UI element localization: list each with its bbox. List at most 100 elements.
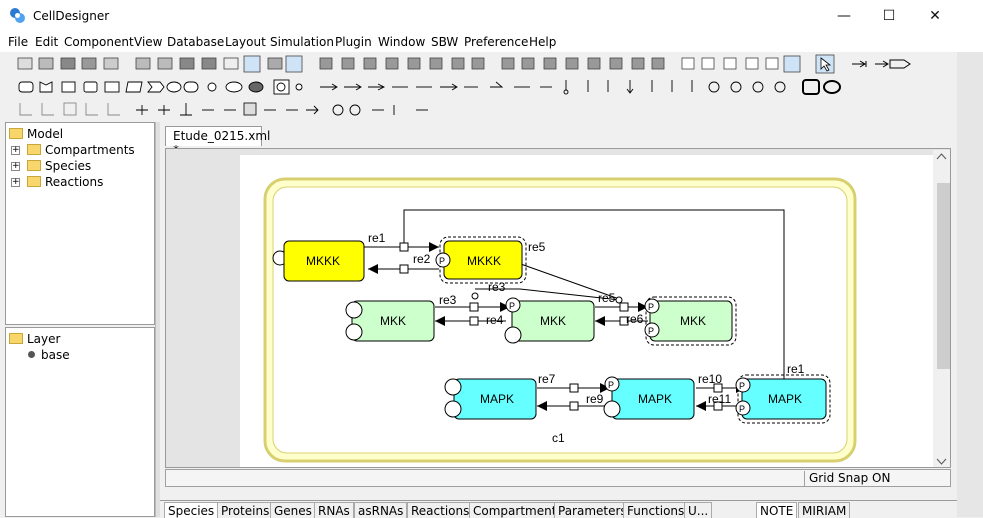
folder-icon — [27, 160, 41, 171]
tree-item-label: Species — [45, 159, 92, 173]
model-tree-panel: Model + Compartments + Species + Reactio… — [5, 122, 155, 325]
species-label: MKK — [380, 314, 406, 328]
species-mkk-3 — [649, 300, 733, 342]
menu-preference[interactable]: Preference — [464, 35, 529, 49]
species-mkkk-1 — [283, 240, 365, 282]
toolbar-icons[interactable] — [0, 53, 955, 74]
menu-plugin[interactable]: Plugin — [335, 35, 372, 49]
menu-simulation[interactable]: Simulation — [270, 35, 334, 49]
state-p-label: P — [648, 326, 654, 336]
tab-miriam[interactable]: MIRIAM — [798, 502, 851, 518]
tree-model-root[interactable]: Model — [9, 127, 63, 142]
menu-help[interactable]: Help — [529, 35, 557, 49]
menu-bar: File Edit Component View Database Layout… — [0, 33, 983, 52]
folder-icon — [27, 176, 41, 187]
menu-component[interactable]: Component — [64, 35, 134, 49]
tab-compartments[interactable]: Compartments — [469, 502, 567, 518]
tree-item-label: Reactions — [45, 175, 104, 189]
document-tab[interactable]: Etude_0215.xml * — [165, 126, 270, 157]
maximize-button[interactable]: ☐ — [882, 8, 896, 24]
folder-icon — [9, 128, 23, 139]
expand-icon[interactable]: + — [11, 145, 20, 155]
reaction-node — [399, 242, 409, 252]
panel-splitter[interactable] — [155, 122, 160, 517]
tree-layer-root[interactable]: Layer — [9, 332, 60, 347]
grid-snap-status[interactable]: Grid Snap ON — [804, 471, 950, 486]
diagram-sheet[interactable]: c1 — [240, 155, 934, 468]
species-mapk-3 — [741, 378, 827, 420]
reaction-label: re3 — [439, 293, 457, 307]
tree-item-compartments[interactable]: Compartments — [27, 143, 135, 158]
reaction-label: re6 — [626, 312, 644, 326]
state-p-label: P — [739, 381, 745, 391]
tab-asrnas[interactable]: asRNAs — [354, 502, 408, 518]
title-bar: CellDesigner — ☐ ✕ — [0, 0, 983, 33]
tab-note[interactable]: NOTE — [756, 502, 798, 518]
tab-genes[interactable]: Genes — [270, 502, 316, 518]
tree-item-reactions[interactable]: Reactions — [27, 175, 103, 190]
species-label: MKKK — [467, 254, 501, 268]
reaction-label: re10 — [698, 372, 722, 386]
state-p-label: P — [608, 380, 614, 390]
state-p-label: P — [648, 302, 654, 312]
species-mkk-1 — [351, 300, 435, 342]
tab-species[interactable]: Species — [164, 502, 219, 518]
expand-icon[interactable]: + — [11, 161, 20, 171]
tab-parameters[interactable]: Parameters — [554, 502, 631, 518]
species-mkk-3-outline — [645, 296, 737, 346]
document-tabstrip: Etude_0215.xml * — [160, 124, 956, 157]
menu-view[interactable]: View — [134, 35, 163, 49]
tab-proteins[interactable]: Proteins — [217, 502, 274, 518]
reaction-node — [569, 383, 579, 393]
menu-database[interactable]: Database — [167, 35, 225, 49]
menu-edit[interactable]: Edit — [35, 35, 59, 49]
species-mkk-2 — [511, 300, 595, 342]
compartment-label: c1 — [552, 431, 565, 445]
menu-file[interactable]: File — [8, 35, 29, 49]
scroll-arrows[interactable] — [933, 150, 950, 467]
species-label: MAPK — [638, 392, 672, 406]
menu-layout[interactable]: Layout — [225, 35, 266, 49]
tab-rnas[interactable]: RNAs — [314, 502, 354, 518]
window-right-edge — [957, 52, 983, 517]
tab-more[interactable]: U... — [684, 502, 713, 518]
reaction-label: re7 — [538, 372, 556, 386]
layer-dot-icon — [28, 351, 35, 358]
minimize-button[interactable]: — — [837, 8, 851, 24]
tree-layer-base[interactable]: base — [28, 348, 70, 363]
toolbar-row-1 — [0, 53, 955, 74]
species-label: MKK — [680, 314, 706, 328]
diagram-canvas[interactable]: c1 — [165, 148, 951, 468]
folder-icon — [9, 333, 23, 344]
tree-item-species[interactable]: Species — [27, 159, 91, 174]
reaction-network-diagram[interactable]: c1 — [240, 155, 934, 468]
reaction-node — [619, 302, 629, 312]
reaction-label: re1 — [368, 231, 386, 245]
menu-sbw[interactable]: SBW — [431, 35, 459, 49]
reaction-node — [713, 383, 723, 393]
species-mapk-3-outline — [737, 374, 831, 424]
species-mapk-1 — [453, 378, 537, 420]
reaction-node — [619, 316, 629, 326]
expand-icon[interactable]: + — [11, 177, 20, 187]
window-title: CellDesigner — [33, 9, 110, 23]
species-label: MAPK — [480, 392, 514, 406]
species-label: MAPK — [768, 392, 802, 406]
tab-functions[interactable]: Functions — [623, 502, 689, 518]
reaction-node — [569, 401, 579, 411]
species-label: MKKK — [306, 254, 340, 268]
close-button[interactable]: ✕ — [929, 8, 941, 24]
menu-window[interactable]: Window — [378, 35, 426, 49]
reaction-node — [469, 316, 479, 326]
reaction-label: re5 — [528, 240, 546, 254]
text-toolbar-icons[interactable] — [0, 99, 955, 120]
reaction-label: re9 — [586, 392, 604, 406]
scrollbar-thumb[interactable] — [937, 183, 950, 369]
layer-tree-panel: Layer base — [5, 327, 155, 517]
tab-reactions[interactable]: Reactions — [407, 502, 474, 518]
shape-toolbar-icons[interactable] — [0, 76, 955, 97]
state-p-label: P — [439, 256, 445, 266]
species-label: MKK — [540, 314, 566, 328]
tree-model-label: Model — [27, 127, 64, 141]
reaction-label: re1 — [787, 362, 805, 376]
